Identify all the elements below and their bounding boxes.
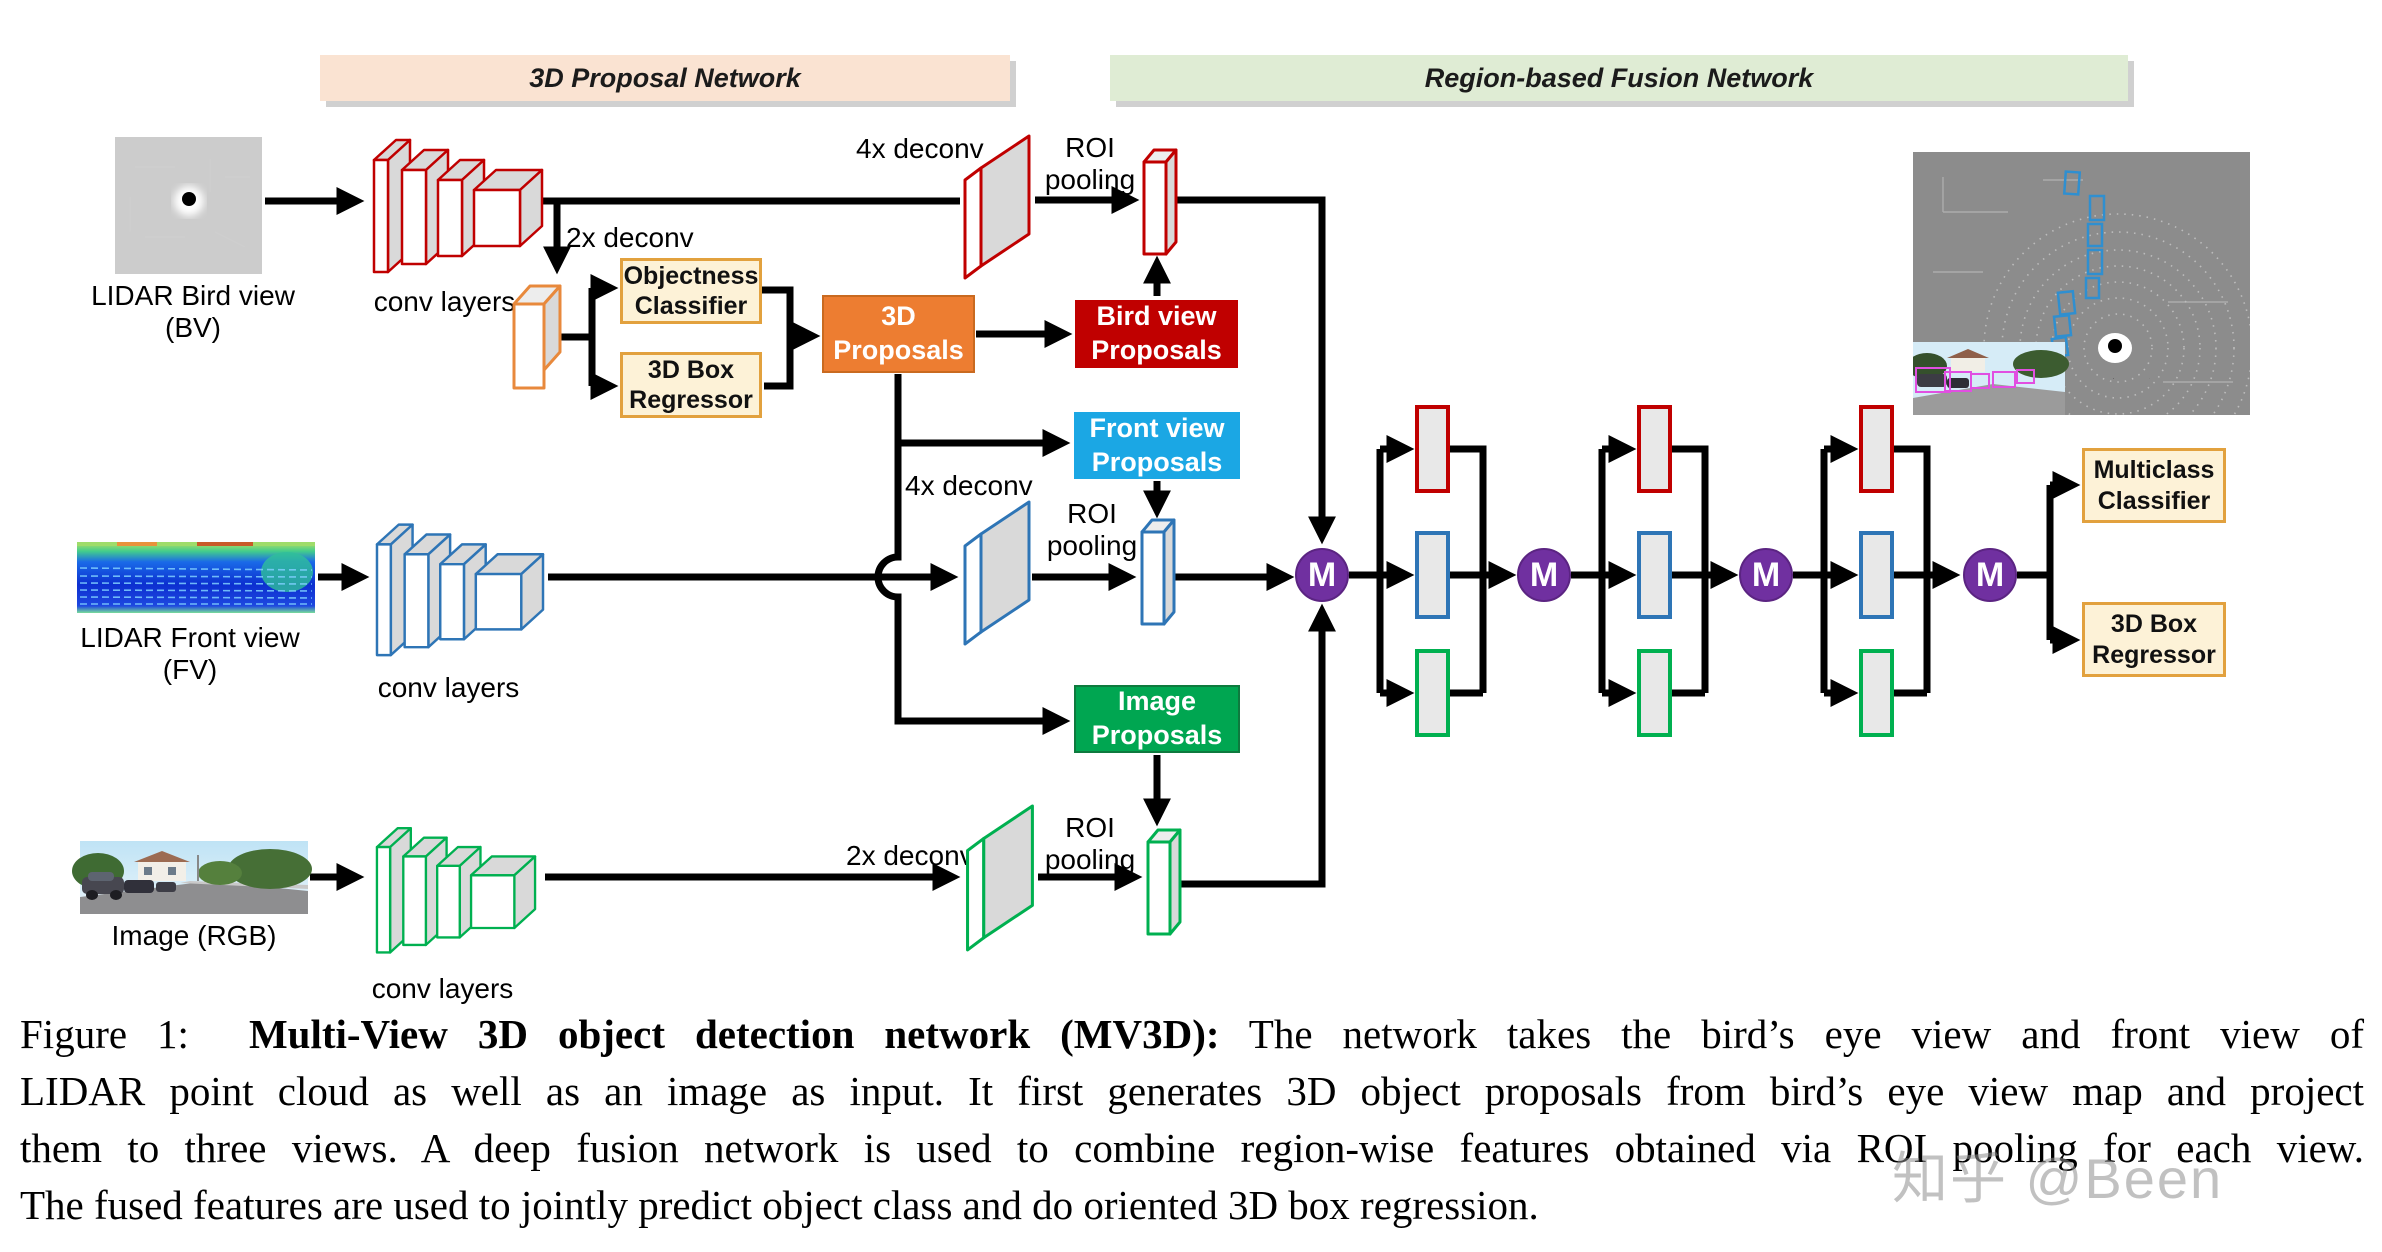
banner-3d-proposal-network-label: 3D Proposal Network: [529, 62, 801, 93]
caption-prefix: Figure 1:: [20, 1011, 189, 1057]
bv-roi-pooling-slab: [1140, 146, 1180, 270]
roi-pooling-label-bv: ROI pooling: [1038, 132, 1142, 196]
banner-region-fusion-network: Region-based Fusion Network: [1110, 55, 2128, 101]
caption-line-3: them to three views. A deep fusion netwo…: [20, 1125, 2364, 1171]
caption-line1-rest: The network takes the bird’s eye view an…: [1248, 1011, 2365, 1057]
deconv-2x-label-bv: 2x deconv: [566, 222, 694, 253]
merge-node-4: M: [1963, 548, 2017, 602]
box-regressor-line1: 3D Box: [647, 355, 735, 384]
rgb-2x-deconv-panel: [963, 804, 1041, 956]
fv-roi-pooling-slab: [1138, 516, 1178, 640]
image-rgb-label: Image (RGB): [111, 920, 277, 951]
bv-4x-deconv-panel: [961, 134, 1037, 284]
conv-layers-label-rgb: conv layers: [371, 973, 514, 1004]
image-proposals-line2: Proposals: [1091, 720, 1223, 750]
3d-proposals-line2: Proposals: [833, 335, 964, 365]
fv-4x-deconv-panel: [961, 500, 1037, 650]
box-regressor-output-line2: Regressor: [2092, 640, 2216, 669]
image-rgb-input: [72, 841, 312, 914]
multiclass-classifier-line1: Multiclass: [2093, 456, 2215, 484]
roi-label-line1: ROI: [1067, 498, 1117, 529]
image-proposals-box: Image Proposals: [1074, 685, 1240, 753]
roi-label-line1: ROI: [1065, 132, 1115, 163]
lidar-bird-view-label: LIDAR Bird view (BV): [78, 280, 308, 344]
image-proposals-line1: Image: [1117, 686, 1197, 717]
fv-conv-stack: [370, 495, 550, 663]
roi-label-line2: pooling: [1046, 530, 1138, 562]
feature-rect-fv-3: [1859, 531, 1894, 619]
merge-node-label: M: [1751, 555, 1781, 594]
feature-rect-fv-1: [1415, 531, 1450, 619]
conv-layers-label-fv: conv layers: [377, 672, 520, 703]
3d-box-regressor-proposal-box: 3D Box Regressor: [620, 352, 762, 418]
multiclass-classifier-box: Multiclass Classifier: [2082, 448, 2226, 523]
merge-node-2: M: [1517, 548, 1571, 602]
deconv-4x-label-fv: 4x deconv: [905, 470, 1033, 501]
bv-conv-stack: [368, 110, 548, 280]
roi-pooling-label-rgb: ROI pooling: [1038, 812, 1142, 876]
merge-node-3: M: [1739, 548, 1793, 602]
3d-box-regressor-output-box: 3D Box Regressor: [2082, 602, 2226, 677]
lidar-front-view-label-line1: LIDAR Front view: [80, 622, 300, 653]
caption-bold-title: Multi-View 3D object detection network (…: [248, 1011, 1220, 1057]
roi-label-line2: pooling: [1044, 164, 1136, 196]
objectness-classifier-line2: Classifier: [634, 292, 748, 320]
front-view-proposals-line2: Proposals: [1091, 446, 1223, 477]
roi-pooling-label-fv: ROI pooling: [1040, 498, 1144, 562]
conv-layers-label-bv: conv layers: [373, 286, 516, 317]
lidar-front-view-label-line2: (FV): [162, 654, 218, 686]
feature-rect-bv-2: [1637, 405, 1672, 493]
bird-view-proposals-line1: Bird view: [1096, 301, 1217, 332]
rgb-roi-pooling-slab: [1144, 826, 1184, 950]
caption-line-2: LIDAR point cloud as well as an image as…: [20, 1068, 2364, 1114]
deconv-4x-label-bv: 4x deconv: [856, 133, 984, 164]
bv-2x-deconv-block: [511, 280, 575, 392]
lidar-bird-view-label-line2: (BV): [165, 312, 221, 344]
banner-3d-proposal-network: 3D Proposal Network: [320, 55, 1010, 101]
bird-view-proposals-box: Bird view Proposals: [1075, 300, 1238, 368]
merge-node-1: M: [1295, 548, 1349, 602]
detection-output-image: [1913, 152, 2250, 415]
feature-rect-bv-1: [1415, 405, 1450, 493]
objectness-classifier-line1: Objectness: [623, 261, 759, 290]
objectness-classifier-box: Objectness Classifier: [620, 258, 762, 324]
box-regressor-line2: Regressor: [629, 386, 753, 414]
roi-label-line1: ROI: [1065, 812, 1115, 843]
lidar-front-view-label: LIDAR Front view (FV): [65, 622, 315, 686]
feature-rect-bv-3: [1859, 405, 1894, 493]
caption-line-4: The fused features are used to jointly p…: [20, 1182, 1539, 1228]
bird-view-proposals-line2: Proposals: [1091, 335, 1222, 365]
merge-node-label: M: [1307, 555, 1337, 594]
front-view-proposals-line1: Front view: [1089, 412, 1225, 443]
front-view-proposals-box: Front view Proposals: [1074, 412, 1240, 479]
box-regressor-output-line1: 3D Box: [2110, 610, 2198, 638]
feature-rect-rgb-3: [1859, 649, 1894, 737]
lidar-bird-view-label-line1: LIDAR Bird view: [91, 280, 295, 311]
merge-node-label: M: [1529, 555, 1559, 594]
roi-label-line2: pooling: [1044, 844, 1136, 876]
merge-node-label: M: [1975, 555, 2005, 594]
feature-rect-rgb-1: [1415, 649, 1450, 737]
banner-region-fusion-network-label: Region-based Fusion Network: [1424, 62, 1814, 93]
feature-rect-fv-2: [1637, 531, 1672, 619]
lidar-bird-view-image: [115, 137, 262, 274]
rgb-conv-stack: [366, 800, 546, 960]
lidar-front-view-image: [77, 542, 315, 613]
3d-proposals-line1: 3D: [881, 301, 916, 332]
caption-line-1: Figure 1: Multi-View 3D object detection…: [20, 1006, 2364, 1063]
feature-rect-rgb-2: [1637, 649, 1672, 737]
3d-proposals-box: 3D Proposals: [822, 295, 975, 373]
figure-caption: Figure 1: Multi-View 3D object detection…: [20, 1006, 2364, 1234]
multiclass-classifier-line2: Classifier: [2097, 486, 2211, 515]
watermark: 知乎 @Been: [1892, 1147, 2224, 1210]
